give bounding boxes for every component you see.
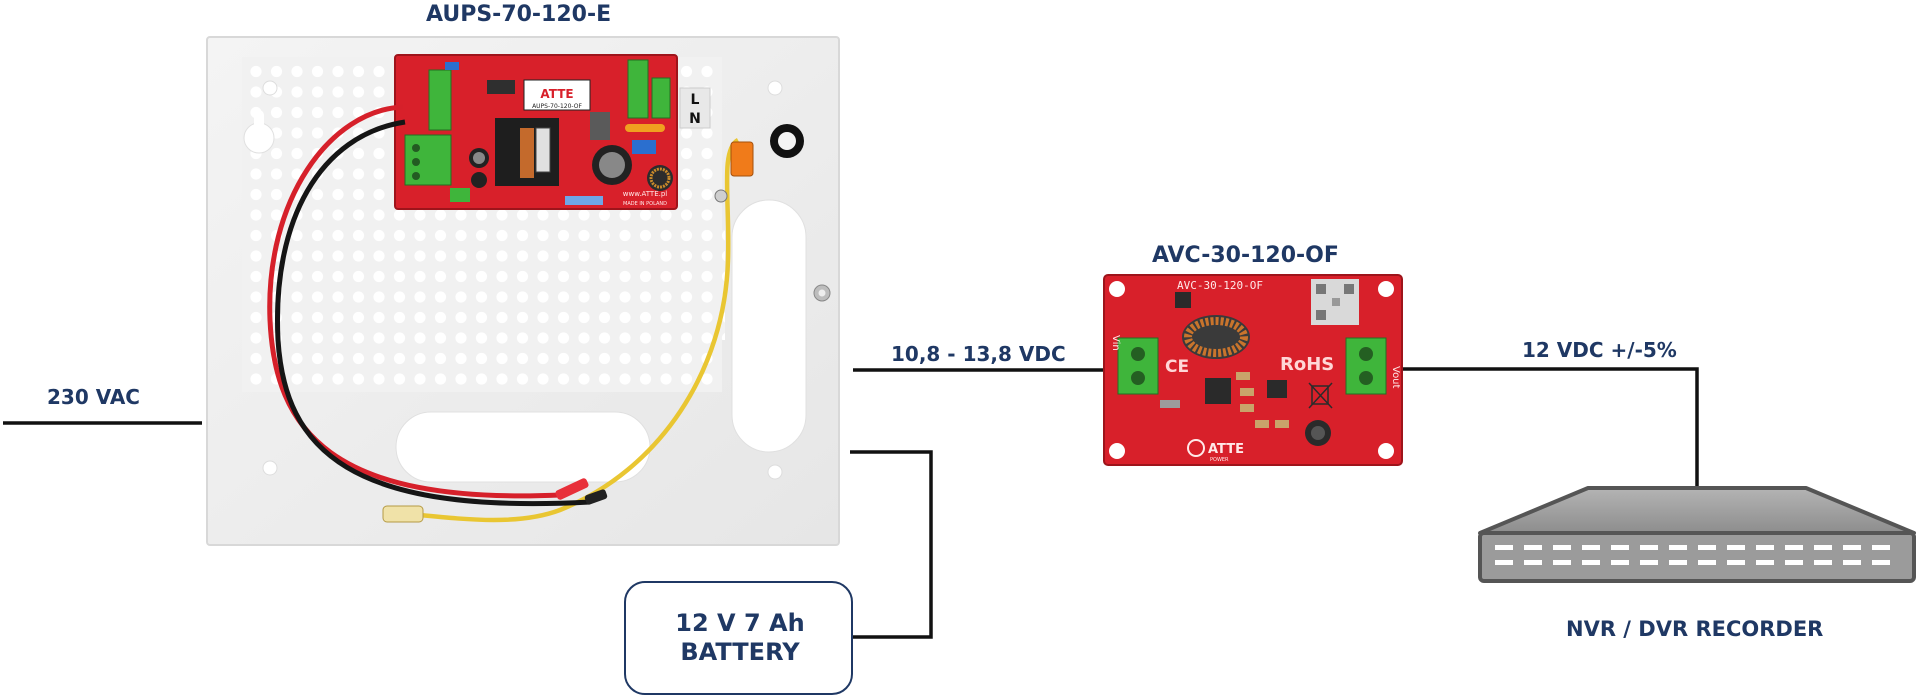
converter-to-recorder-wire [1403,367,1699,488]
battery-label-line2: BATTERY [680,638,800,666]
ups-pcb-logo: ATTE [540,87,573,101]
recorder-device [1478,486,1916,583]
converter-pcb-power: POWER [1210,457,1229,463]
battery-label: 12 V 7 Ah BATTERY [627,583,853,693]
converter-pcb-logo: ATTE [1208,442,1244,457]
converter-ce-mark: CE [1165,357,1189,377]
cable-cutout-bottom [395,411,651,483]
converter-vin-label: Vin [1110,335,1121,351]
recorder-vents [1495,545,1890,565]
cable-cutout-side [731,199,807,453]
ups-model-label: AUPS-70-120-E [426,2,612,27]
keyhole [243,110,275,154]
connection-wires [3,367,1699,639]
ups-terminal-l: L [691,92,700,108]
ups-pcb-url: www.ATTE.pl [623,190,668,198]
ups-output-range-label: 10,8 - 13,8 VDC [891,342,1066,366]
converter-model-label: AVC-30-120-OF [1152,243,1339,268]
ups-terminal-n: N [689,111,701,127]
battery-leads [267,104,608,523]
battery-box [624,581,853,695]
converter-pcb: AVC-30-120-OF Vin Vout CE RoHS [1103,274,1403,466]
earth-wire [419,138,754,523]
recorder-label: NVR / DVR RECORDER [1566,617,1824,641]
converter-vout-label: Vout [1390,366,1401,389]
ups-pcb-model: AUPS-70-120-OF [532,103,582,110]
ups-pcb-made-in: MADE IN POLAND [623,201,667,207]
battery-label-line1: 12 V 7 Ah [675,609,805,637]
battery-wire [850,450,933,639]
converter-rohs-mark: RoHS [1280,354,1334,375]
converter-pcb-model: AVC-30-120-OF [1177,279,1263,292]
converter-output-label: 12 VDC +/-5% [1522,338,1677,362]
ups-pcb: ATTE AUPS-70-120-OF www.ATTE.pl MADE IN … [394,54,711,210]
ac-input-label: 230 VAC [47,385,140,409]
